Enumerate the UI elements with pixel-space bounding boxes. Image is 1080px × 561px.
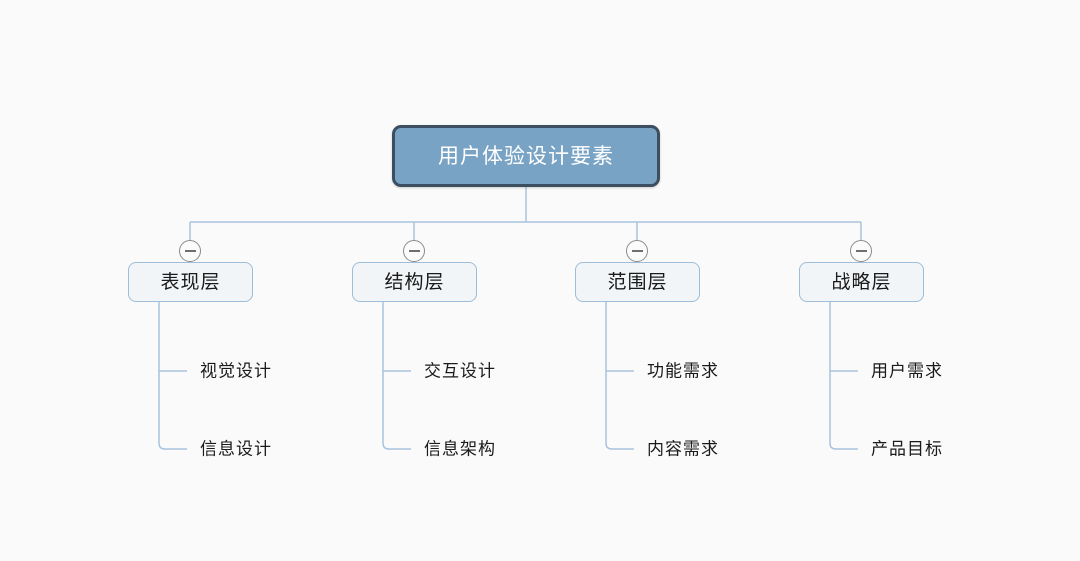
- branch-node-3[interactable]: 范围层: [575, 262, 700, 302]
- branch-node-2-label: 结构层: [384, 271, 445, 293]
- leaf-node-1-2[interactable]: 信息设计: [200, 439, 272, 459]
- minus-glyph: [631, 250, 643, 252]
- leaf-spine-2: [382, 302, 411, 450]
- branch-node-2[interactable]: 结构层: [352, 262, 477, 302]
- leaf-node-2-2[interactable]: 信息架构: [424, 439, 496, 459]
- minus-circle-icon-branch-2[interactable]: [403, 240, 425, 262]
- branch-node-4[interactable]: 战略层: [799, 262, 924, 302]
- branch-node-1-label: 表现层: [160, 271, 221, 293]
- leaf-node-1-1[interactable]: 视觉设计: [200, 361, 272, 381]
- leaf-node-4-1[interactable]: 用户需求: [871, 361, 943, 381]
- branch-node-3-label: 范围层: [607, 271, 668, 293]
- root-node-label: 用户体验设计要素: [438, 143, 614, 168]
- root-node[interactable]: 用户体验设计要素: [392, 125, 660, 187]
- leaf-spine-4: [829, 302, 858, 450]
- leaf-node-3-2[interactable]: 内容需求: [647, 439, 719, 459]
- minus-circle-icon-branch-4[interactable]: [850, 240, 872, 262]
- leaf-spine-3: [605, 302, 634, 450]
- minus-glyph: [184, 250, 196, 252]
- minus-circle-icon-branch-3[interactable]: [626, 240, 648, 262]
- leaf-node-2-1[interactable]: 交互设计: [424, 361, 496, 381]
- branch-node-1[interactable]: 表现层: [128, 262, 253, 302]
- branch-node-4-label: 战略层: [831, 271, 892, 293]
- leaf-node-3-1[interactable]: 功能需求: [647, 361, 719, 381]
- leaf-node-4-2[interactable]: 产品目标: [871, 439, 943, 459]
- minus-circle-icon-branch-1[interactable]: [179, 240, 201, 262]
- minus-glyph: [855, 250, 867, 252]
- leaf-spine-1: [158, 302, 187, 450]
- minus-glyph: [408, 250, 420, 252]
